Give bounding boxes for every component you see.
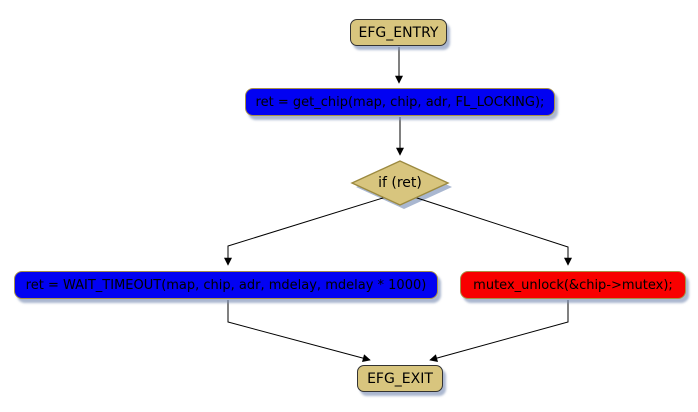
node-decision: if (ret) [352, 167, 448, 199]
node-decision-label: if (ret) [378, 175, 422, 191]
node-entry: EFG_ENTRY [350, 19, 447, 46]
edge-mutex-to-exit [429, 300, 569, 362]
node-get-chip-label: ret = get_chip(map, chip, adr, FL_LOCKIN… [255, 94, 545, 110]
node-exit: EFG_EXIT [357, 365, 443, 392]
node-wait-timeout-label: ret = WAIT_TIMEOUT(map, chip, adr, mdela… [25, 277, 427, 293]
node-get-chip: ret = get_chip(map, chip, adr, FL_LOCKIN… [245, 88, 555, 116]
edge-decision-to-mutex [413, 196, 572, 266]
edge-wait-to-exit [227, 300, 371, 363]
edge-decision-to-wait [224, 196, 387, 266]
node-exit-label: EFG_EXIT [367, 370, 433, 387]
node-mutex-unlock: mutex_unlock(&chip->mutex); [460, 271, 686, 299]
node-mutex-unlock-label: mutex_unlock(&chip->mutex); [473, 277, 673, 293]
node-entry-label: EFG_ENTRY [358, 24, 439, 41]
node-wait-timeout: ret = WAIT_TIMEOUT(map, chip, adr, mdela… [14, 271, 438, 299]
decision-diamond [350, 160, 450, 206]
